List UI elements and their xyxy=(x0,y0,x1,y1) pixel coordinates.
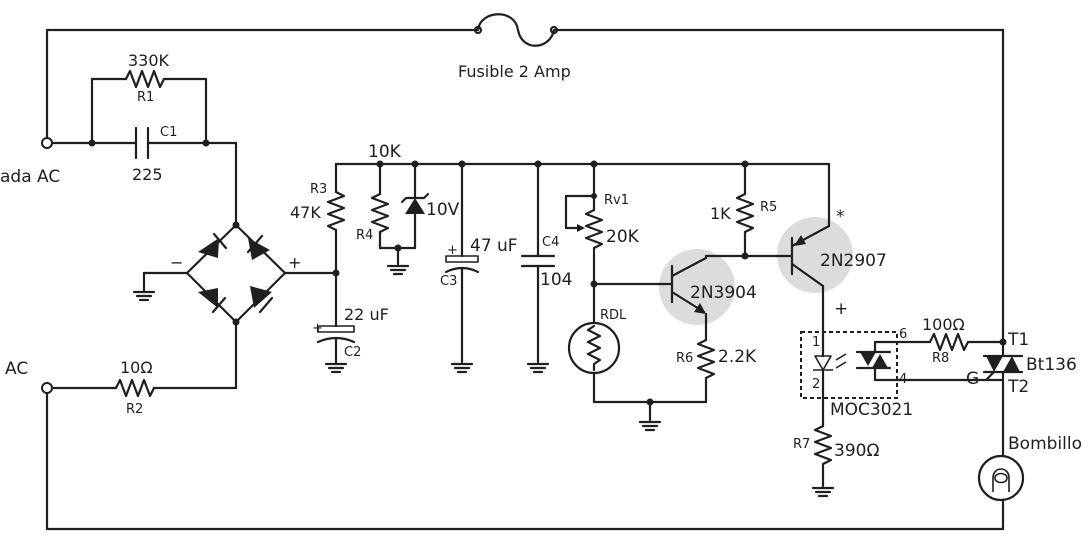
ground-symbol xyxy=(386,264,410,276)
q2-highlight xyxy=(777,217,853,293)
r6-resistor xyxy=(696,338,716,380)
q1-transistor xyxy=(670,256,708,314)
q1-highlight xyxy=(659,249,735,325)
triac-bt136 xyxy=(982,340,1024,390)
r4-resistor xyxy=(370,192,390,234)
r1-name: R1 xyxy=(137,90,154,105)
rv1-wiper-arrow xyxy=(577,224,585,232)
input-label-bottom: AC xyxy=(5,359,28,379)
svg-text:+: + xyxy=(312,321,323,336)
input-label-top: ada AC xyxy=(0,167,60,187)
q1-name: 2N3904 xyxy=(690,283,757,303)
r6-value: 2.2K xyxy=(718,347,757,367)
c3-name: C3 xyxy=(440,274,457,289)
triac-t1: T1 xyxy=(1007,330,1029,350)
wire-opto-pin6 xyxy=(873,340,932,354)
svg-text:+: + xyxy=(447,243,458,258)
lamp-name: Bombillo xyxy=(1008,434,1082,454)
q2-name: 2N2907 xyxy=(820,251,887,271)
ground-symbol xyxy=(324,362,348,374)
r7-name: R7 xyxy=(793,437,810,452)
c4-capacitor xyxy=(520,254,556,268)
rv1-potentiometer xyxy=(584,208,604,250)
r7-value: 390Ω xyxy=(834,441,879,461)
ground-symbol xyxy=(132,290,156,302)
r8-resistor xyxy=(928,332,970,352)
r5-value: 1K xyxy=(710,204,731,223)
opto-name: MOC3021 xyxy=(830,400,913,420)
opto-pin2: 2 xyxy=(812,377,820,392)
node xyxy=(232,318,240,326)
triac-t2: T2 xyxy=(1007,377,1029,397)
r5-resistor xyxy=(735,192,755,234)
r3-name: R3 xyxy=(310,182,327,197)
rv1-name: Rv1 xyxy=(604,193,629,208)
opto-pin6: 6 xyxy=(899,327,907,342)
wire-opto-pin4 xyxy=(873,366,1005,382)
r1-value: 330K xyxy=(128,51,170,70)
opto-led xyxy=(813,353,847,371)
c4-name: C4 xyxy=(542,235,559,250)
ground-symbol xyxy=(811,486,835,498)
zener-value: 10V xyxy=(426,200,460,220)
ldr-photoresistor xyxy=(567,321,621,375)
input-terminal-top xyxy=(41,137,53,149)
node xyxy=(591,193,597,199)
fuse-label: Fusible 2 Amp xyxy=(458,62,571,81)
opto-pin1: 1 xyxy=(812,335,820,350)
bridge-rectifier xyxy=(185,223,287,324)
ground-symbol xyxy=(450,362,474,374)
r6-name: R6 xyxy=(676,351,693,366)
r4-value: 10K xyxy=(368,142,402,162)
r2-resistor xyxy=(114,378,156,398)
c1-capacitor xyxy=(134,126,150,160)
c2-value: 22 uF xyxy=(344,305,389,324)
r3-resistor xyxy=(326,190,346,232)
ground-symbol xyxy=(526,362,550,374)
opto-triac xyxy=(855,350,892,370)
c2-name: C2 xyxy=(344,345,361,360)
rdl-name: RDL xyxy=(600,308,627,323)
node xyxy=(232,221,240,229)
r1-resistor xyxy=(124,69,166,89)
rv1-wiper xyxy=(564,194,596,230)
bridge-minus: − xyxy=(170,253,183,272)
c2-capacitor: + xyxy=(312,321,356,344)
r8-value: 100Ω xyxy=(922,315,965,334)
r2-name: R2 xyxy=(126,402,143,417)
c1-name: C1 xyxy=(160,125,177,140)
r4-name: R4 xyxy=(356,228,373,243)
r3-value: 47K xyxy=(290,203,321,222)
triac-g: G xyxy=(966,369,979,389)
opto-pin4: 4 xyxy=(899,372,907,387)
optocoupler-box xyxy=(800,331,898,399)
node xyxy=(202,139,210,147)
r7-resistor xyxy=(813,424,833,466)
bridge-plus: + xyxy=(288,253,301,272)
c4-value: 104 xyxy=(540,270,572,290)
plus-mark: + xyxy=(834,299,848,319)
lamp-bulb xyxy=(977,454,1025,502)
r8-name: R8 xyxy=(932,351,949,366)
c1-value: 225 xyxy=(132,165,163,184)
r5-name: R5 xyxy=(760,200,777,215)
fuse-symbol xyxy=(45,13,1005,47)
input-terminal-bottom xyxy=(41,382,53,394)
r2-value: 10Ω xyxy=(120,358,153,377)
node xyxy=(88,139,96,147)
triac-name: Bt136 xyxy=(1026,355,1077,375)
zener-diode xyxy=(400,192,430,214)
rv1-value: 20K xyxy=(606,227,640,247)
c3-value: 47 uF xyxy=(470,236,518,256)
q2-asterisk: * xyxy=(836,207,845,227)
q2-transistor xyxy=(790,224,831,288)
ground-symbol xyxy=(638,420,662,432)
